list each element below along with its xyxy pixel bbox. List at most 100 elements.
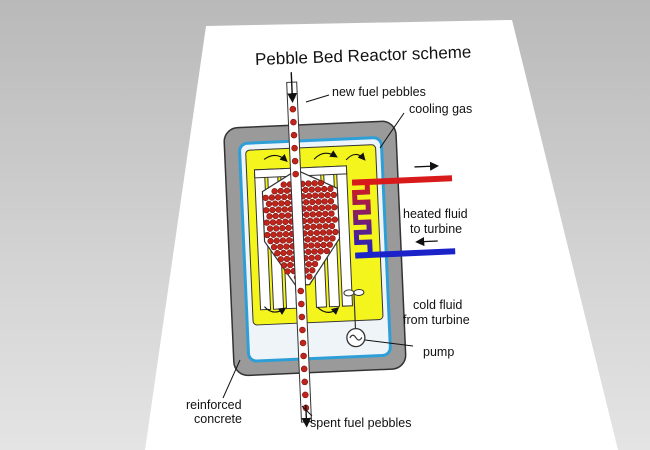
pipe-pebble (291, 144, 298, 152)
fuel-pebble (279, 224, 286, 232)
fuel-pebble (280, 249, 287, 257)
fuel-pebble (314, 254, 322, 261)
fuel-pebble (314, 186, 322, 193)
fuel-pebble (264, 231, 271, 239)
cold-pipe (355, 248, 456, 259)
fuel-pebble (283, 255, 291, 263)
fuel-pebble (315, 198, 322, 205)
fuel-pebble (302, 199, 310, 206)
pipe-pebble (298, 300, 305, 308)
fuel-pebble (320, 241, 327, 249)
fuel-pebble (305, 192, 313, 200)
fuel-pebble (284, 212, 292, 219)
fuel-pebble (326, 229, 333, 236)
fuel-pebble (308, 254, 315, 262)
fuel-pebble (275, 206, 282, 213)
fuel-pebble (282, 231, 290, 238)
fuel-pebble (309, 211, 317, 218)
fuel-pebble (329, 235, 336, 242)
fuel-pebble (316, 235, 324, 243)
pipe-pebble (290, 131, 298, 139)
pipe-pebble (289, 105, 297, 113)
pipe-pebble (299, 339, 307, 347)
pipe-pebble (291, 157, 299, 165)
fuel-pebble (304, 223, 311, 231)
label-cold-fluid: cold fluid (413, 298, 462, 312)
gas-flow-arrows (263, 150, 366, 315)
fuel-pebble (272, 200, 279, 207)
fuel-pebble (263, 207, 270, 214)
fuel-pebble (328, 210, 335, 217)
fuel-pebble (280, 181, 287, 188)
reactor-drawing (223, 72, 456, 428)
fuel-pebble (314, 242, 321, 249)
label-spent-fuel-pebbles: spent fuel pebbles (310, 416, 411, 430)
fuel-pebble (278, 212, 286, 219)
fuel-pebble (279, 237, 287, 244)
fuel-pebble (318, 204, 326, 211)
fuel-pebble (281, 206, 288, 213)
fuel-pebble (277, 256, 284, 263)
fuel-pebble (321, 198, 328, 205)
fuel-pebble (304, 236, 311, 243)
fuel-pebble (270, 243, 278, 251)
fuel-pebble (316, 223, 323, 230)
fuel-pebble (266, 213, 273, 220)
fuel-pebble (332, 228, 339, 236)
fuel-pebbles (262, 179, 339, 281)
fuel-pebble (270, 231, 277, 238)
fuel-pebble (310, 223, 317, 230)
fuel-pebble (326, 241, 333, 248)
fuel-pebble (276, 218, 283, 226)
fuel-pebble (277, 243, 284, 251)
fuel-pebble (311, 180, 318, 187)
fuel-pebble (313, 217, 320, 224)
pipe-pebble (299, 326, 306, 334)
fuel-pebble (319, 229, 327, 236)
fuel-pebble (311, 248, 318, 255)
leader-lines (222, 94, 414, 417)
fuel-pebble (283, 243, 290, 250)
fuel-pebble (313, 229, 321, 236)
fuel-pebble (323, 235, 330, 242)
fuel-pebble (318, 192, 325, 199)
pipe-pebble (298, 313, 306, 321)
fuel-pebble (328, 222, 336, 230)
pump-icon (346, 327, 366, 348)
fuel-pebble (267, 237, 274, 245)
fuel-pebble (283, 187, 291, 194)
fuel-pebble (330, 191, 337, 199)
fuel-pebble (272, 212, 279, 220)
fuel-pebble (315, 210, 323, 218)
fuel-pebble (306, 205, 313, 212)
label-reinforced: reinforced (186, 398, 242, 412)
fuel-pebble (265, 200, 273, 208)
fuel-pebble (306, 217, 314, 224)
fuel-pebble (327, 185, 334, 192)
fuel-pebble (274, 250, 281, 257)
fuel-pebble (273, 225, 280, 232)
fuel-pebble (285, 224, 292, 232)
fuel-pebble (309, 198, 316, 206)
fuel-pebble (280, 262, 288, 269)
fuel-pebble (324, 191, 331, 199)
pipe-pebble (290, 118, 297, 126)
fuel-pebble (308, 186, 315, 193)
fuel-pebble (271, 188, 278, 195)
fuel-pebble (282, 218, 289, 225)
fuel-pebble (308, 242, 315, 249)
pipe-pebble (302, 391, 309, 399)
fuel-pebble (281, 193, 288, 201)
pipe-pebble (300, 352, 307, 360)
fuel-pebble (305, 248, 312, 255)
fuel-pebble (269, 219, 277, 226)
heat-exchanger (351, 179, 373, 259)
fuel-pebble (331, 216, 339, 223)
spent-fuel-arrow (301, 404, 312, 428)
pipe-pebble (292, 170, 299, 178)
fuel-pebble (317, 179, 325, 187)
label-from-turbine: from turbine (403, 313, 470, 327)
fuel-pebble (312, 192, 319, 199)
fuel-pebble (327, 198, 335, 205)
